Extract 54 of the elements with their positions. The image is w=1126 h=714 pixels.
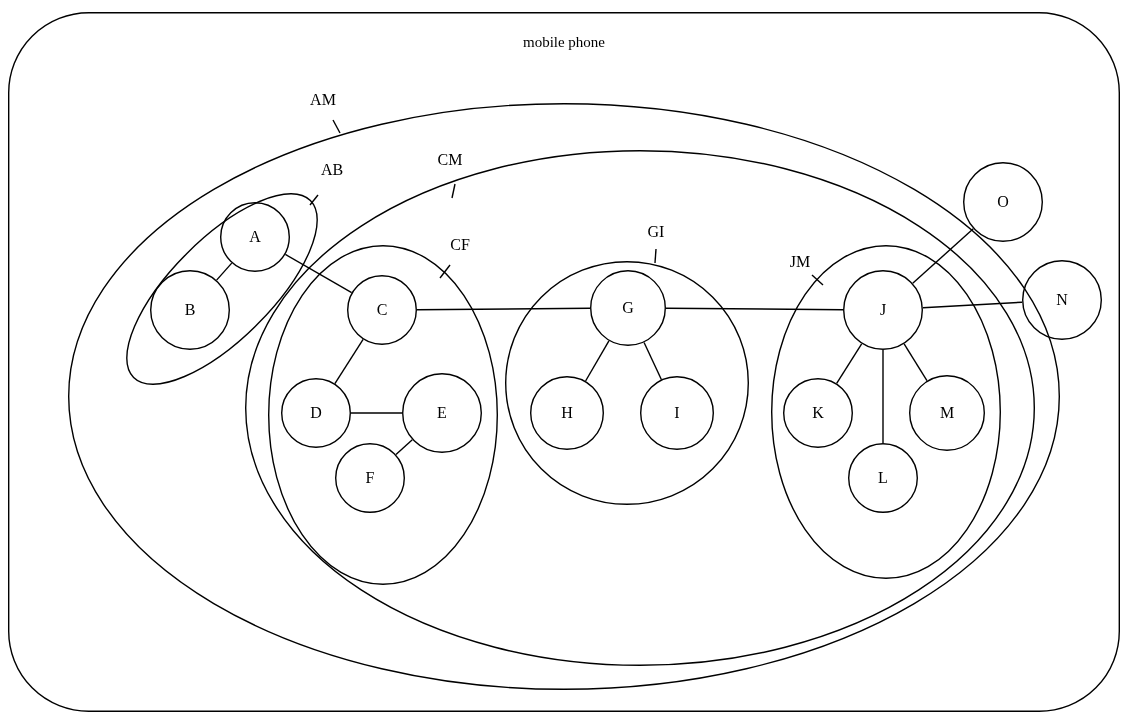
connector-line xyxy=(215,262,233,281)
node-label: J xyxy=(879,301,887,319)
node-circle xyxy=(402,373,482,453)
node-label: C xyxy=(376,301,388,319)
group-ellipse xyxy=(771,245,1001,579)
node-label: E xyxy=(437,404,447,422)
node-label: I xyxy=(674,404,680,422)
group-label: AB xyxy=(320,161,344,179)
connector-line xyxy=(395,439,413,456)
node-circle xyxy=(848,443,918,513)
connector-line xyxy=(350,412,403,414)
group-label: GI xyxy=(647,223,665,241)
node-label: K xyxy=(812,404,824,422)
node-circle xyxy=(530,376,604,450)
node-circle xyxy=(335,443,405,513)
node-circle xyxy=(783,378,853,448)
connector-line xyxy=(882,349,884,444)
node-label: N xyxy=(1056,291,1068,309)
connector-line xyxy=(835,343,863,385)
connector-line xyxy=(643,341,663,381)
node-circle xyxy=(909,375,985,451)
group-label: JM xyxy=(789,253,811,271)
connector-line xyxy=(912,228,974,284)
group-label: CM xyxy=(437,151,463,169)
node-label: A xyxy=(249,228,261,246)
connector-line xyxy=(334,338,364,385)
node-label: G xyxy=(622,299,634,317)
node-circle xyxy=(220,202,290,272)
node-label: O xyxy=(997,193,1009,211)
node-circle xyxy=(281,378,351,448)
node-label: H xyxy=(561,404,573,422)
node-circle xyxy=(843,270,923,350)
node-label: M xyxy=(939,404,955,422)
group-ellipse xyxy=(245,150,1035,666)
connector-line xyxy=(416,307,591,311)
connector-line xyxy=(665,307,844,311)
node-label: B xyxy=(184,301,196,319)
node-circle xyxy=(963,162,1043,242)
connector-line xyxy=(903,343,928,382)
group-label: AM xyxy=(310,91,336,109)
device-frame xyxy=(8,12,1120,712)
connector-line xyxy=(584,340,610,382)
node-circle xyxy=(150,270,230,350)
connector-line xyxy=(284,253,353,294)
node-circle xyxy=(1022,260,1102,340)
node-circle xyxy=(640,376,714,450)
node-circle xyxy=(347,275,417,345)
group-label: CF xyxy=(450,236,470,254)
node-label: D xyxy=(310,404,322,422)
node-label: F xyxy=(365,469,375,487)
connector-line xyxy=(922,301,1023,309)
device-label: mobile phone xyxy=(522,33,606,51)
node-label: L xyxy=(878,469,888,487)
node-circle xyxy=(590,270,666,346)
